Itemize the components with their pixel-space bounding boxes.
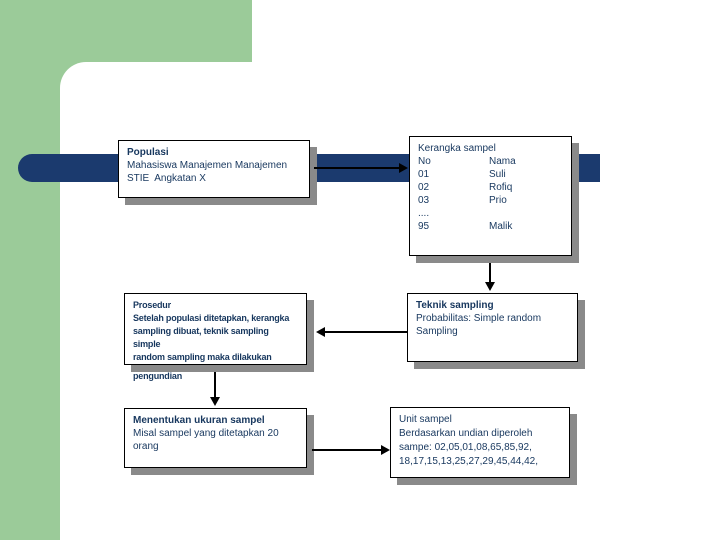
populasi-line: STIE Angkatan X [127,173,206,184]
ukuran-line: orang [133,441,159,452]
arrow-ukuran-to-unit-line [312,449,382,451]
populasi-title-text: Populasi [127,147,169,158]
unit-line: Berdasarkan undian diperoleh [399,428,533,439]
arrow-kerangka-to-teknik-line [489,263,491,283]
arrow-right-icon [399,163,408,173]
row-no: 01 [418,169,430,180]
row-no: 03 [418,195,430,206]
unit-line: Unit sampel [399,414,452,425]
arrow-teknik-to-prosedur-line [324,331,408,333]
arrow-prosedur-to-ukuran-line [214,372,216,398]
teknik-title: Teknik sampling [416,300,494,311]
table-row: 02 Rofiq [418,181,563,194]
kerangka-col-nama: Nama [489,156,516,167]
table-row: 01 Suli [418,168,563,181]
populasi-box: Populasi Mahasiswa Manajemen Manajemen S… [118,140,310,198]
teknik-sampling-box: Teknik sampling Probabilitas: Simple ran… [407,293,578,362]
unit-line: sampe: 02,05,01,08,65,85,92, [399,442,532,453]
unit-sampel-box: Unit sampel Berdasarkan undian diperoleh… [390,407,570,478]
prosedur-line: random sampling maka dilakukan [133,352,272,362]
populasi-title: Populasi [127,146,301,159]
kerangka-col-no: No [418,156,431,167]
arrow-populasi-to-kerangka-line [314,167,400,169]
table-row: 03 Prio [418,194,563,207]
teknik-line: Probabilitas: Simple random Sampling [416,313,542,337]
kerangka-header-row: No Nama [418,155,563,168]
prosedur-line: sampling dibuat, teknik sampling simple [133,326,269,349]
prosedur-title: Prosedur [133,300,171,310]
table-row: .... [418,207,563,220]
kerangka-title: Kerangka sampel [418,143,496,154]
row-nama: Prio [489,195,507,206]
row-nama: Malik [489,221,513,232]
ukuran-line: Misal sampel yang ditetapkan 20 [133,428,279,439]
prosedur-line: pengundian [133,371,182,381]
arrow-left-icon [316,327,325,337]
ukuran-sampel-box: Menentukan ukuran sampel Misal sampel ya… [124,408,307,468]
row-no: .... [418,208,430,219]
arrow-down-icon [210,397,220,406]
populasi-line: Mahasiswa Manajemen Manajemen [127,160,288,171]
kerangka-sampel-box: Kerangka sampel No Nama 01 Suli 02 Rofiq… [409,136,572,256]
prosedur-line: Setelah populasi ditetapkan, kerangka [133,313,290,323]
table-row: 95 Malik [418,220,563,233]
prosedur-box: Prosedur Setelah populasi ditetapkan, ke… [124,293,307,381]
row-nama: Rofiq [489,182,513,193]
arrow-down-icon [485,282,495,291]
row-no: 02 [418,182,430,193]
arrow-right-icon [381,445,390,455]
unit-line: 18,17,15,13,25,27,29,45,44,42, [399,456,539,467]
row-nama: Suli [489,169,506,180]
row-no: 95 [418,221,430,232]
ukuran-title: Menentukan ukuran sampel [133,415,265,426]
